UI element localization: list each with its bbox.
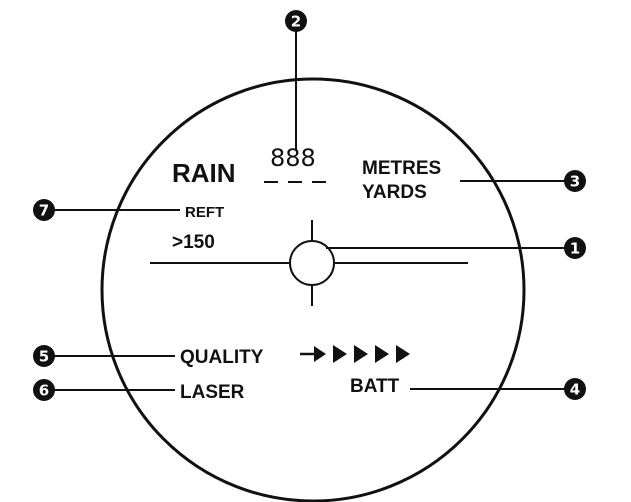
callout-badge-2: 2: [285, 10, 307, 32]
batt-label: BATT: [350, 376, 400, 397]
rain-label: RAIN: [172, 158, 236, 188]
callout-number-7: 7: [39, 202, 49, 220]
callout-number-6: 6: [39, 382, 49, 400]
quality-arrow-1: [333, 345, 347, 363]
reticle: [150, 220, 468, 306]
quality-arrows: [300, 345, 410, 363]
unit-yards-label: YARDS: [362, 182, 427, 203]
callout-badge-3: 3: [564, 170, 586, 192]
quality-arrow-2: [354, 345, 368, 363]
range-digits: 888: [270, 144, 316, 172]
reft-label: REFT: [185, 204, 224, 221]
callout-badge-4: 4: [564, 378, 586, 400]
laser-label: LASER: [180, 382, 245, 403]
range-limit-label: >150: [172, 232, 215, 253]
quality-arrow-4: [396, 345, 410, 363]
reticle-circle: [289, 240, 335, 286]
callout-number-2: 2: [291, 13, 301, 31]
callout-badge-5: 5: [33, 345, 55, 367]
quality-arrow-head: [314, 346, 326, 362]
quality-arrow-3: [375, 345, 389, 363]
callout-number-1: 1: [570, 240, 580, 258]
viewfinder-circle: [100, 77, 526, 502]
callout-badge-6: 6: [33, 379, 55, 401]
callout-number-4: 4: [570, 381, 580, 399]
callout-number-5: 5: [39, 348, 49, 366]
quality-label: QUALITY: [180, 347, 264, 368]
callout-number-3: 3: [570, 173, 580, 191]
callout-badge-7: 7: [33, 199, 55, 221]
unit-metres-label: METRES: [362, 158, 441, 179]
callout-badge-1: 1: [564, 237, 586, 259]
